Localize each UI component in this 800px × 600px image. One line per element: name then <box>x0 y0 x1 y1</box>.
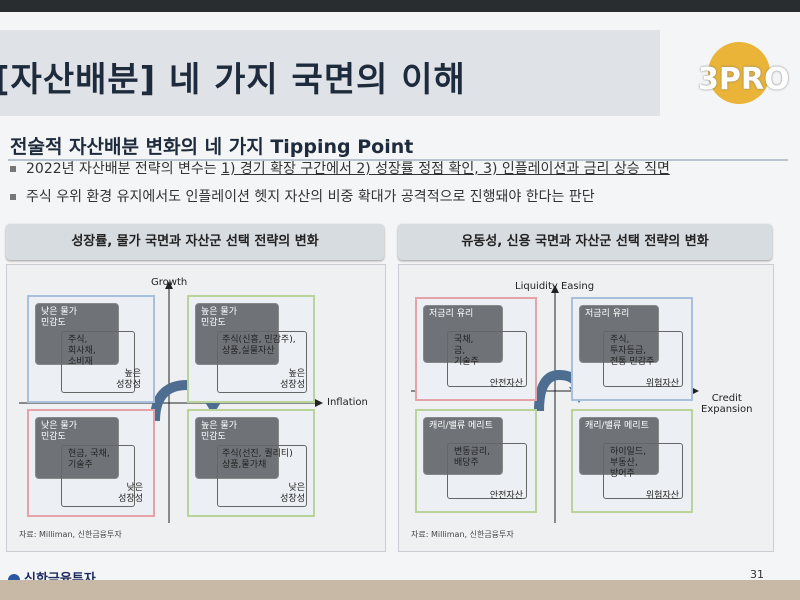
footer-logo: 신한금융투자 <box>8 568 96 580</box>
bullet-2: 주식 우위 환경 유지에서도 인플레이션 헷지 자산의 비중 확대가 공격적으로… <box>10 186 595 206</box>
y-axis-arrow-icon <box>165 281 173 289</box>
assets-box: 변동금리, 배당주 <box>447 443 527 499</box>
left-y-label: Growth <box>151 277 188 288</box>
left-panel-header: 성장률, 물가 국면과 자산군 선택 전략의 변화 <box>6 224 384 260</box>
asset-type-tag: 안전자산 <box>489 491 523 501</box>
assets-box: 주식, 투자등급, 전통 민감주 <box>603 331 683 387</box>
quadrant-bottom-right: 높은 물가 민감도 주식(선진, 퀄리티) 상품,물가채 낮은 성장성 <box>187 409 315 517</box>
company-name: 신한금융투자 <box>24 572 96 580</box>
asset-type-tag: 안전자산 <box>489 379 523 389</box>
assets-box: 주식(신흥, 민감주), 상품,실물자산 <box>217 331 307 393</box>
growth-tag: 높은 성장성 <box>116 369 141 390</box>
bullet-square-icon <box>10 194 16 200</box>
bullet-2-text: 주식 우위 환경 유지에서도 인플레이션 헷지 자산의 비중 확대가 공격적으로… <box>26 189 595 205</box>
right-source: 자료: Milliman, 신한금융투자 <box>411 530 514 539</box>
sensitivity-box: 높은 물가 민감도 <box>195 303 279 365</box>
sensitivity-box: 낮은 물가 민감도 <box>35 417 119 479</box>
quadrant-bottom-left: 낮은 물가 민감도 현금, 국채, 기술주 낮은 성장성 <box>27 409 155 517</box>
background-shelf <box>0 580 800 600</box>
rate-box: 캐리/밸류 메리트 <box>579 417 659 475</box>
bullet-1: 2022년 자산배분 전략의 변수는 1) 경기 확장 구간에서 2) 성장률 … <box>10 158 670 178</box>
assets-box: 주식(선진, 퀄리티) 상품,물가채 <box>217 445 307 507</box>
quadrant-top-right: 저금리 유리 주식, 투자등급, 전통 민감주 위험자산 <box>571 297 693 401</box>
left-panel: Growth Inflation 낮은 물가 민감도 주식, 회사채, 소비재 … <box>6 264 386 552</box>
logo-circle-icon <box>708 42 770 104</box>
title-bar: [자산배분] 네 가지 국면의 이해 <box>0 30 660 116</box>
rate-box: 저금리 유리 <box>423 305 503 363</box>
bullet-1-underlined: 1) 경기 확장 구간에서 2) 성장률 정점 확인, 3) 인플레이션과 금리… <box>221 161 670 177</box>
left-x-label: Inflation <box>327 397 368 408</box>
company-logo-icon <box>8 573 20 580</box>
quadrant-top-left: 낮은 물가 민감도 주식, 회사채, 소비재 높은 성장성 <box>27 295 155 403</box>
rate-box: 캐리/밸류 메리트 <box>423 417 503 475</box>
logo-text: 3PRO <box>698 62 790 97</box>
quadrant-top-right: 높은 물가 민감도 주식(신흥, 민감주), 상품,실물자산 높은 성장성 <box>187 295 315 403</box>
page-title: [자산배분] 네 가지 국면의 이해 <box>0 60 466 100</box>
quadrant-bottom-left: 캐리/밸류 메리트 변동금리, 배당주 안전자산 <box>415 409 537 513</box>
right-panel: Liquidity Easing Credit Expansion 저금리 유리… <box>398 264 774 552</box>
bullet-1-text: 2022년 자산배분 전략의 변수는 <box>26 161 222 177</box>
x-axis-arrow-icon <box>315 399 323 407</box>
page-number: 31 <box>750 568 764 580</box>
assets-box: 하이일드, 부동산, 방어주 <box>603 443 683 499</box>
sensitivity-box: 높은 물가 민감도 <box>195 417 279 479</box>
right-y-label: Liquidity Easing <box>515 281 595 292</box>
curved-arrowhead-icon <box>203 399 223 415</box>
asset-type-tag: 위험자산 <box>645 491 679 501</box>
bullet-square-icon <box>10 166 16 172</box>
slide: [자산배분] 네 가지 국면의 이해 3PRO 전술적 자산배분 변화의 네 가… <box>0 12 800 580</box>
logo: 3PRO <box>690 40 800 112</box>
rate-box: 저금리 유리 <box>579 305 659 363</box>
assets-box: 현금, 국채, 기술주 <box>61 445 135 507</box>
quadrant-top-left: 저금리 유리 국채, 금, 기술주 안전자산 <box>415 297 537 401</box>
growth-tag: 낮은 성장성 <box>280 483 305 504</box>
asset-type-tag: 위험자산 <box>645 379 679 389</box>
x-axis-arrow-icon <box>691 387 699 395</box>
growth-tag: 높은 성장성 <box>280 369 305 390</box>
quadrant-bottom-right: 캐리/밸류 메리트 하이일드, 부동산, 방어주 위험자산 <box>571 409 693 513</box>
sensitivity-box: 낮은 물가 민감도 <box>35 303 119 365</box>
assets-box: 주식, 회사채, 소비재 <box>61 331 135 393</box>
right-x-label: Credit Expansion <box>701 393 753 415</box>
assets-box: 국채, 금, 기술주 <box>447 331 527 387</box>
growth-tag: 낮은 성장성 <box>118 483 143 504</box>
y-axis-arrow-icon <box>551 285 559 293</box>
right-panel-header: 유동성, 신용 국면과 자산군 선택 전략의 변화 <box>398 224 772 260</box>
left-source: 자료: Milliman, 신한금융투자 <box>19 530 122 539</box>
section-subtitle: 전술적 자산배분 변화의 네 가지 Tipping Point <box>10 136 414 158</box>
divider <box>8 159 788 161</box>
